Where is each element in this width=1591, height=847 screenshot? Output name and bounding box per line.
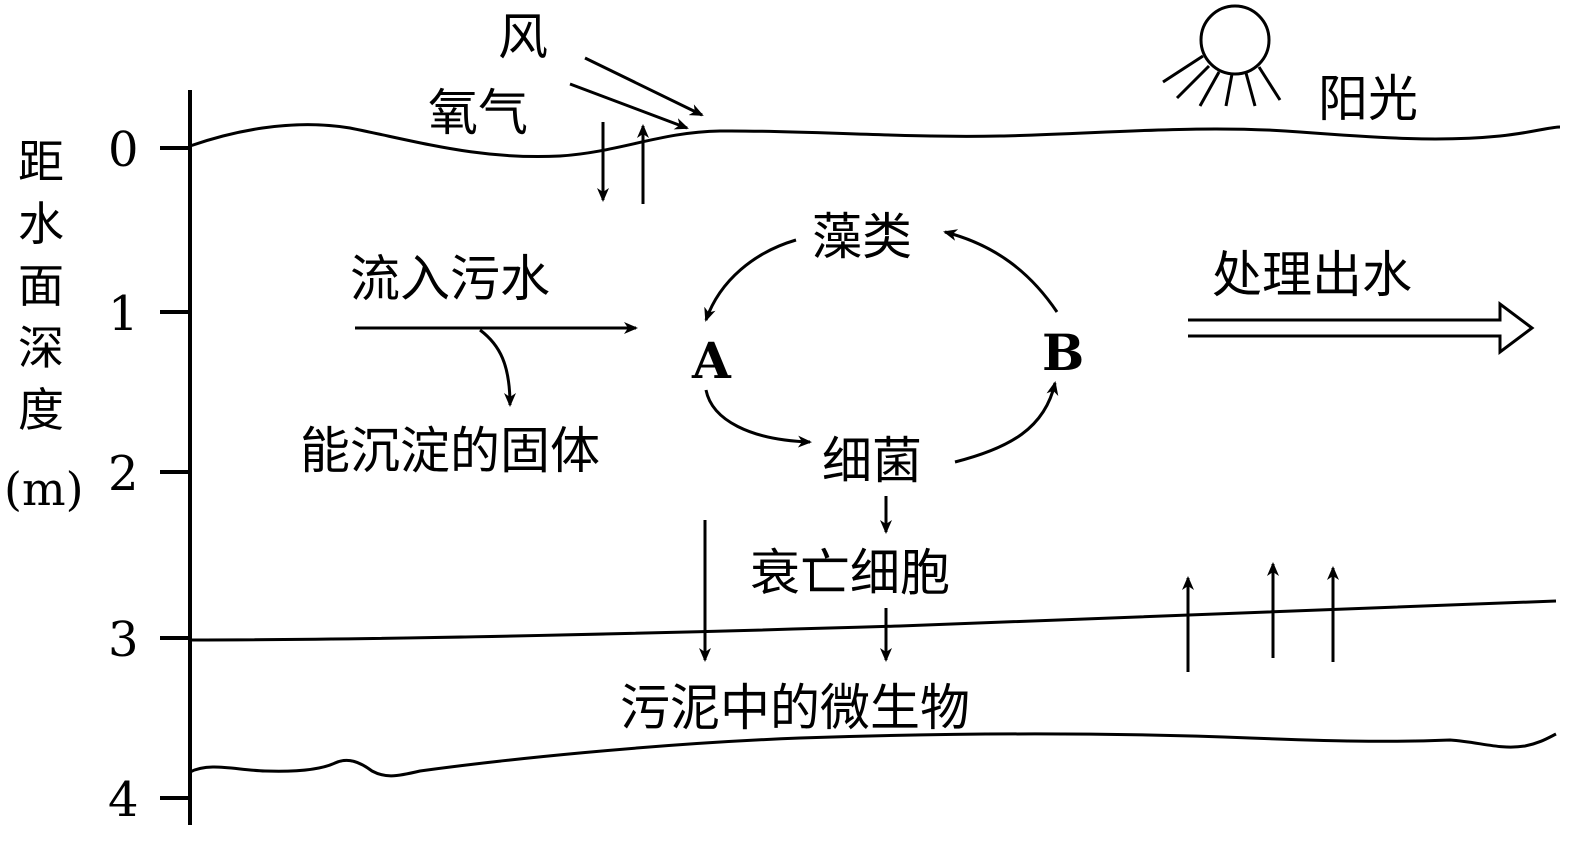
wind-label: 风 xyxy=(498,8,548,66)
axis-title-char-3: 面 xyxy=(18,259,64,313)
algae-to-a-arrow xyxy=(704,238,797,322)
sludge-microbes-label: 污泥中的微生物 xyxy=(620,679,970,737)
settleable-solids-label: 能沉淀的固体 xyxy=(300,422,600,480)
sunlight-label: 阳光 xyxy=(1318,70,1418,128)
a-to-bacteria-arrow xyxy=(704,389,812,448)
tick-label-4: 4 xyxy=(108,772,139,828)
bacteria-label: 细菌 xyxy=(822,432,922,490)
tick-label-1: 1 xyxy=(108,286,139,342)
sun-icon xyxy=(1162,4,1282,107)
node-a-label: A xyxy=(691,331,732,390)
node-b-label: B xyxy=(1042,323,1084,382)
tick-label-0: 0 xyxy=(108,122,139,178)
settling-arrow xyxy=(479,328,516,407)
dead-cells-label: 衰亡细胞 xyxy=(750,544,950,602)
tick-label-2: 2 xyxy=(108,446,139,502)
axis-title-char-5: 度 xyxy=(18,383,64,437)
b-to-algae-arrow xyxy=(943,229,1059,313)
axis-title-char-1: 距 xyxy=(18,135,64,189)
pond-bottom-line xyxy=(189,732,1557,778)
axis-title-char-4: 深 xyxy=(18,321,64,375)
oxygen-arrow xyxy=(569,82,689,130)
oxygen-label: 氧气 xyxy=(428,84,528,142)
algae-label: 藻类 xyxy=(812,208,912,266)
wind-arrow xyxy=(584,56,704,117)
outflow-arrow xyxy=(1188,301,1535,355)
depth-axis xyxy=(160,90,192,825)
bacteria-to-b-arrow xyxy=(954,381,1059,464)
axis-unit: (m) xyxy=(4,462,84,516)
outflow-label: 处理出水 xyxy=(1212,246,1412,304)
inflow-label: 流入污水 xyxy=(350,250,550,308)
water-surface-line xyxy=(189,123,1561,159)
tick-label-3: 3 xyxy=(108,612,139,668)
sludge-top-line xyxy=(189,599,1557,642)
axis-title-char-2: 水 xyxy=(18,197,64,251)
